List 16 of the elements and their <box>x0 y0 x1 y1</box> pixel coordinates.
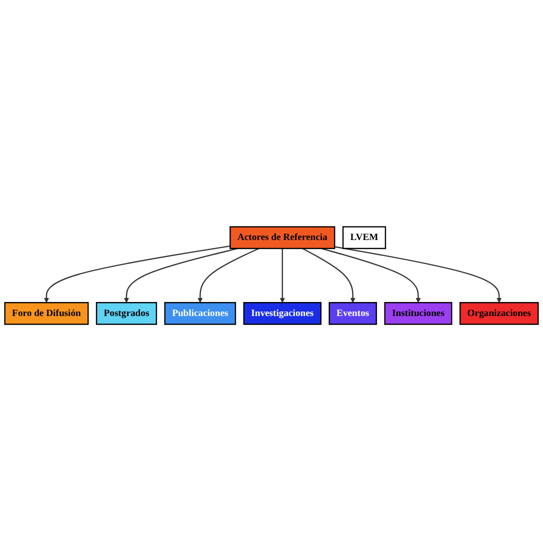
node-box: Actores de Referencia <box>230 226 336 250</box>
node-box: Eventos <box>328 302 377 325</box>
node-box: Instituciones <box>384 302 452 325</box>
arrow <box>44 245 230 303</box>
arrow <box>321 248 421 303</box>
arrow <box>302 248 356 303</box>
arrow <box>124 248 238 303</box>
node-box: Postgrados <box>96 302 158 325</box>
arrow <box>280 248 286 303</box>
arrow <box>198 248 260 303</box>
node-box: LVEM <box>342 226 386 250</box>
node-box: Foro de Difusión <box>4 302 89 325</box>
node-box: Organizaciones <box>459 302 539 325</box>
node-box: Investigaciones <box>243 302 322 325</box>
node-box: Publicaciones <box>164 302 236 325</box>
arrow <box>334 246 502 303</box>
